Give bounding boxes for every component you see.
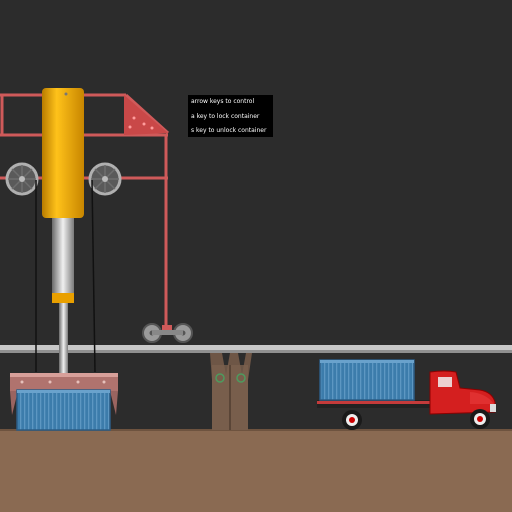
shipping-container-2: [319, 359, 415, 401]
crane-gusset: [124, 95, 168, 135]
piston-rod: [59, 303, 68, 375]
shipping-container-1: [16, 389, 111, 431]
instruction-arrow-keys: arrow keys to control: [191, 98, 255, 105]
hoist-cables: [35, 179, 96, 373]
truck-wheel-rear: [342, 410, 362, 430]
rail-track: [0, 345, 512, 353]
instruction-lock: a key to lock container: [191, 112, 260, 120]
pulley-right: [88, 162, 122, 196]
instruction-unlock: s key to unlock container: [191, 127, 267, 134]
ground: [0, 430, 512, 512]
lock-station: [210, 353, 252, 430]
pulley-left: [5, 162, 39, 196]
truck-wheel-front: [470, 409, 490, 429]
container-spreader: [10, 373, 118, 415]
instructions-panel: arrow keys to control a key to lock cont…: [188, 95, 273, 137]
truck: [317, 370, 496, 430]
hydraulic-cylinder: [42, 88, 84, 218]
